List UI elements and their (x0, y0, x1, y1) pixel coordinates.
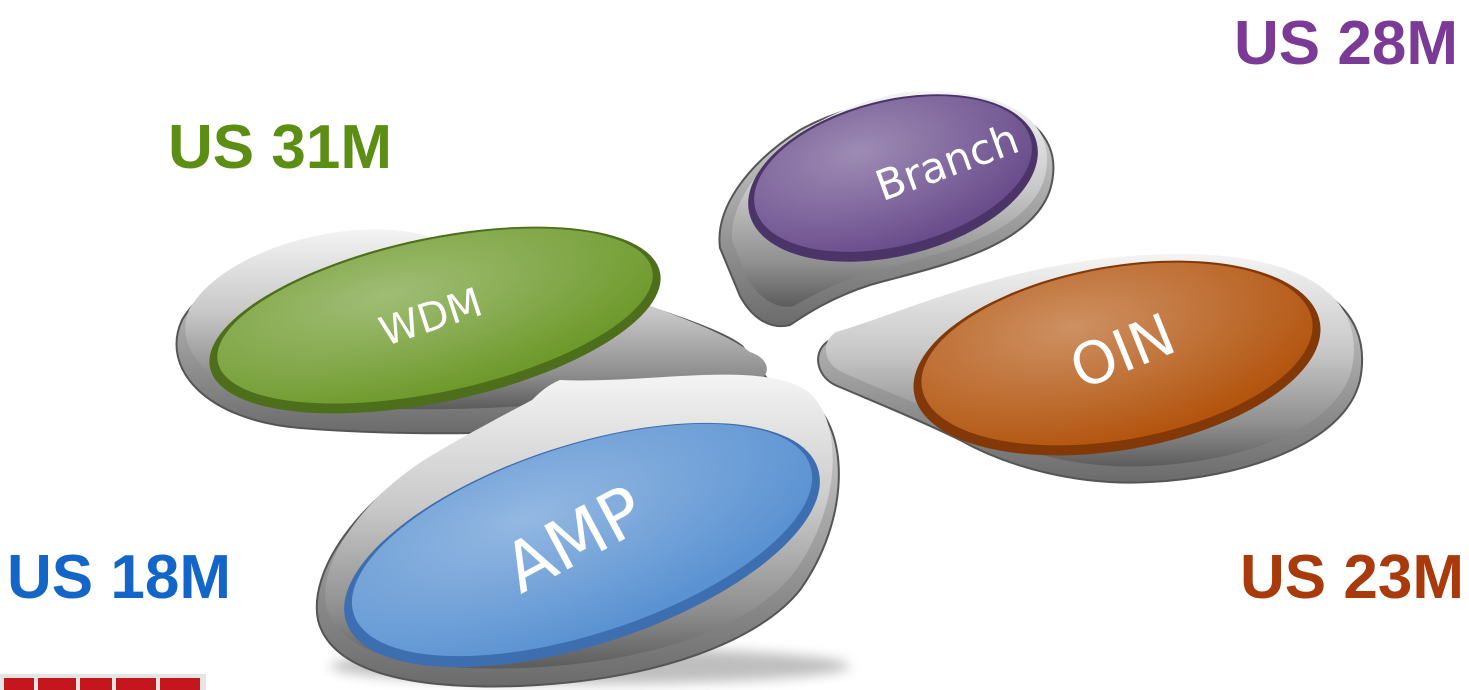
amount-label-wdm: US 31M (168, 113, 392, 182)
amount-label-branch: US 28M (1234, 9, 1458, 78)
amount-label-oin: US 23M (1240, 543, 1464, 612)
logo (0, 674, 206, 690)
amount-label-amp: US 18M (7, 543, 231, 612)
petal-branch: Branch (718, 91, 1055, 328)
petal-oin: OIN (817, 254, 1363, 484)
petal-amp: AMP (315, 374, 850, 688)
